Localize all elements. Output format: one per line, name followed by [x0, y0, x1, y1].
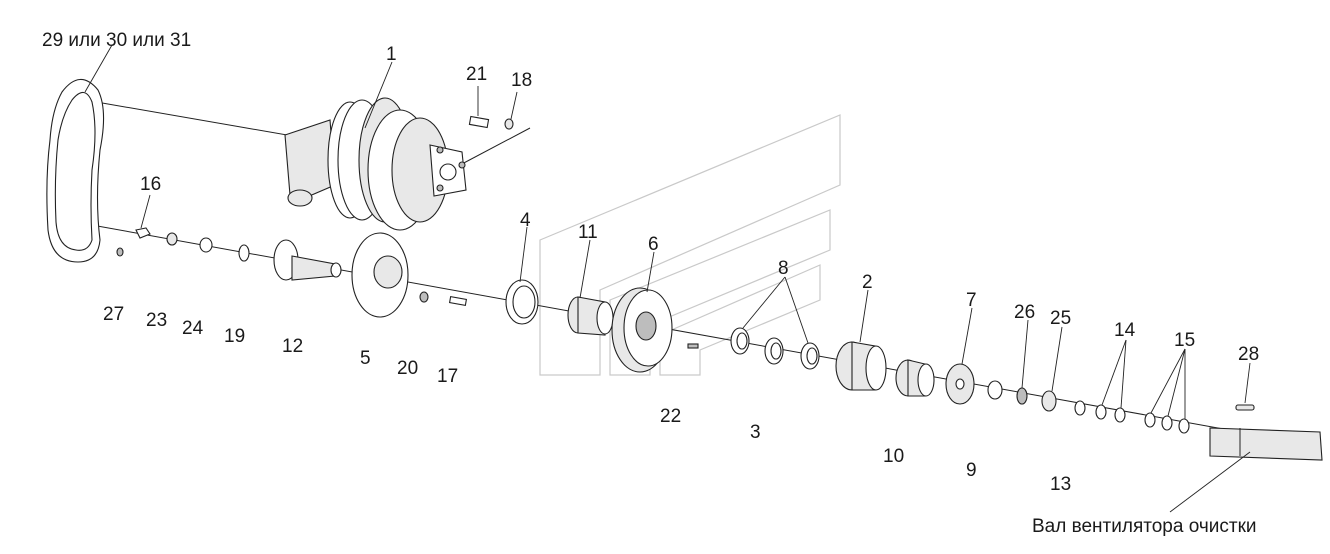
callout-3: 3: [750, 422, 761, 443]
callout-15: 15: [1174, 330, 1195, 351]
disc-5: [351, 232, 409, 318]
washer-20: [419, 291, 429, 303]
callout-21: 21: [466, 64, 487, 85]
callout-22: 22: [660, 406, 681, 427]
callout-6: 6: [648, 234, 659, 255]
callout-14: 14: [1114, 320, 1136, 341]
callout-25: 25: [1050, 308, 1071, 329]
belt-variant-label: 29 или 30 или 31: [42, 30, 191, 51]
callout-11: 11: [578, 222, 598, 243]
bolt-17: [448, 296, 468, 306]
disc-7: [945, 363, 975, 405]
callout-2: 2: [862, 272, 873, 293]
key-28: [1235, 404, 1255, 411]
v-belt: [46, 78, 105, 263]
callout-4: 4: [520, 210, 531, 231]
callout-7: 7: [966, 290, 977, 311]
callout-19: 19: [224, 326, 245, 347]
washers-9-26-25: [987, 380, 1057, 412]
callout-8: 8: [778, 258, 789, 279]
callout-18: 18: [511, 70, 532, 91]
callout-labels: 1 21 18 16 27 23 24 19 12 5 20 17 4 11 6…: [103, 44, 1259, 495]
callout-5: 5: [360, 348, 371, 369]
callout-16: 16: [140, 174, 161, 195]
callout-12: 12: [282, 336, 303, 357]
fan-shaft: [1209, 427, 1323, 461]
shaft-caption: Вал вентилятора очистки: [1032, 516, 1257, 537]
hub-11: [567, 296, 614, 336]
bushing-2: [835, 341, 887, 391]
callout-13: 13: [1050, 474, 1071, 495]
callout-28: 28: [1238, 344, 1259, 365]
callout-27: 27: [103, 304, 124, 325]
small-washers-13-14-15: [1074, 400, 1190, 434]
callout-24: 24: [182, 318, 204, 339]
assembly-axis-lines: [74, 99, 1241, 433]
callout-10: 10: [883, 446, 904, 467]
bolt-22: [687, 343, 699, 349]
callout-9: 9: [966, 460, 977, 481]
bearing-10: [895, 359, 935, 397]
bolt-21: [468, 115, 490, 129]
callout-20: 20: [397, 358, 418, 379]
callout-23: 23: [146, 310, 167, 331]
watermark: [539, 114, 841, 376]
callout-17: 17: [437, 366, 458, 387]
pulley-6: [611, 287, 673, 373]
callout-1: 1: [386, 44, 397, 65]
callout-26: 26: [1014, 302, 1035, 323]
splined-hub-12: [273, 239, 342, 281]
leader-lines: [84, 44, 1251, 513]
small-parts: [116, 227, 250, 262]
pulley-housing-assembly: [284, 97, 467, 231]
ring-4: [505, 279, 539, 325]
washer-18: [504, 118, 514, 130]
rings-8-3: [730, 327, 820, 370]
